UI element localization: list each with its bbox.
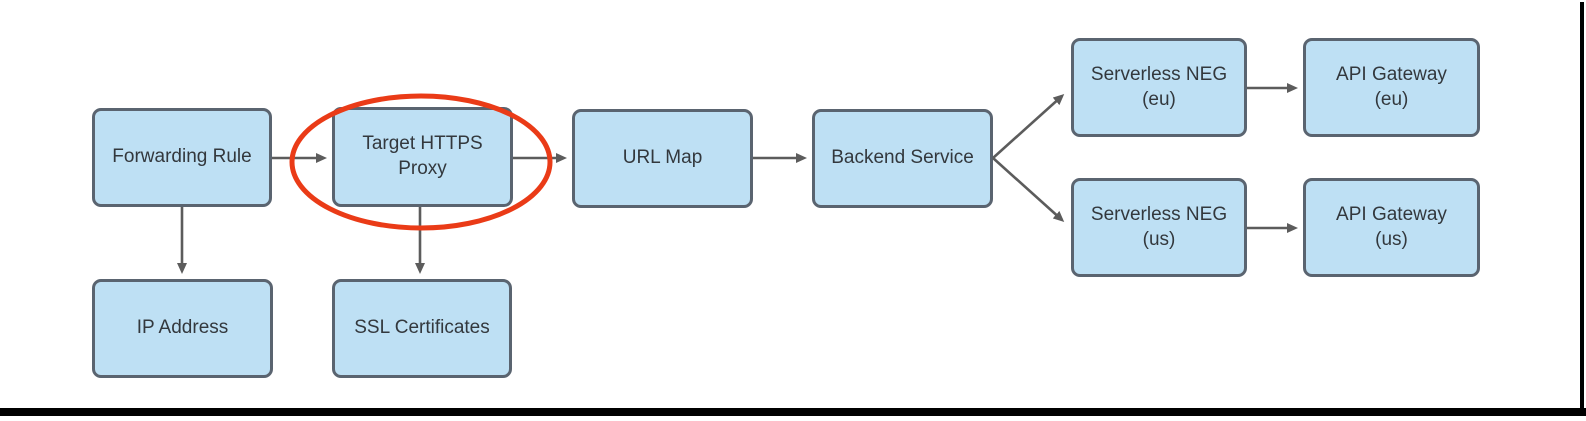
edge-backend-to-neg-eu: [992, 93, 1065, 159]
node-label: Forwarding Rule: [112, 146, 252, 168]
edge-backend-to-neg-us: [992, 157, 1065, 223]
node-label: IP Address: [136, 317, 229, 339]
node-target-https-proxy: Target HTTPS Proxy: [332, 107, 513, 207]
node-label: API Gateway (eu): [1336, 63, 1447, 110]
node-label: Serverless NEG (eu): [1090, 63, 1228, 110]
node-label: Backend Service: [831, 147, 974, 169]
node-label: Serverless NEG (us): [1090, 203, 1228, 250]
node-serverless-neg-us: Serverless NEG (us): [1071, 178, 1247, 277]
node-label: API Gateway (us): [1336, 203, 1447, 250]
node-url-map: URL Map: [572, 109, 753, 208]
screenshot-right-border: [1580, 2, 1584, 412]
node-api-gateway-us: API Gateway (us): [1303, 178, 1480, 277]
node-label: SSL Certificates: [354, 317, 490, 339]
node-forwarding-rule: Forwarding Rule: [92, 108, 272, 207]
screenshot-bottom-border: [0, 408, 1586, 416]
node-ip-address: IP Address: [92, 279, 273, 378]
node-label: URL Map: [622, 147, 703, 169]
node-label: Target HTTPS Proxy: [362, 133, 483, 179]
node-backend-service: Backend Service: [812, 109, 993, 208]
node-ssl-certificates: SSL Certificates: [332, 279, 512, 378]
node-serverless-neg-eu: Serverless NEG (eu): [1071, 38, 1247, 137]
node-api-gateway-eu: API Gateway (eu): [1303, 38, 1480, 137]
